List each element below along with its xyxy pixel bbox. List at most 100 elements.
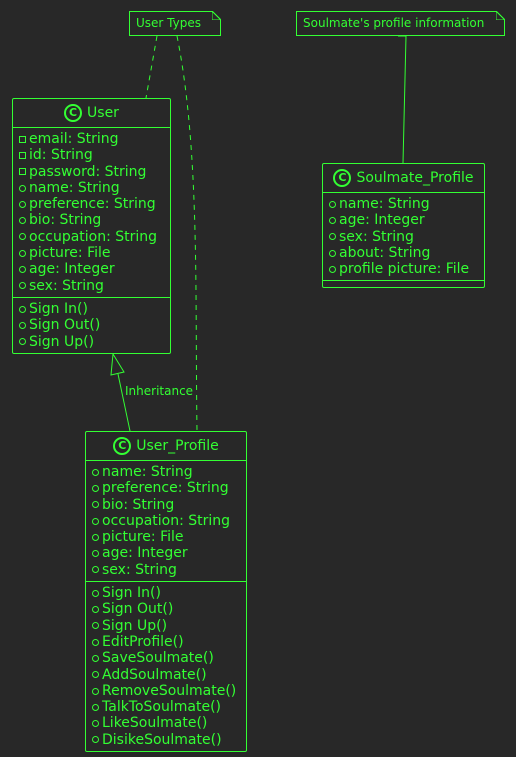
public-visibility-icon xyxy=(19,266,29,274)
method-row-text: EditProfile() xyxy=(102,633,184,650)
public-visibility-icon xyxy=(92,606,102,614)
public-visibility-icon xyxy=(92,550,102,558)
class-user-header: C User xyxy=(13,99,170,128)
public-visibility-icon xyxy=(92,622,102,630)
note-soulmate-info-text: Soulmate's profile information xyxy=(303,16,485,30)
attribute-row: picture: File xyxy=(19,245,170,261)
attribute-row-text: id: String xyxy=(29,147,93,164)
public-visibility-icon xyxy=(329,249,339,257)
attribute-row: sex: String xyxy=(92,562,246,578)
class-soulmate-profile-name: Soulmate_Profile xyxy=(356,170,474,186)
attribute-row-text: name: String xyxy=(29,179,120,196)
method-row-text: Sign Out() xyxy=(29,317,101,334)
method-row: DisikeSoulmate() xyxy=(92,732,246,748)
method-row-text: TalkToSoulmate() xyxy=(102,699,222,716)
method-row-text: Sign Up() xyxy=(102,617,168,634)
public-visibility-icon xyxy=(19,217,29,225)
attribute-row: bio: String xyxy=(19,212,170,228)
attribute-row: preference: String xyxy=(92,480,246,496)
public-visibility-icon xyxy=(19,338,29,346)
attribute-row-text: age: Integer xyxy=(102,545,188,562)
attribute-row: email: String xyxy=(19,131,170,147)
note-link-user-profile xyxy=(176,35,198,432)
public-visibility-icon xyxy=(19,249,29,257)
attribute-row-text: profile picture: File xyxy=(339,261,470,278)
class-marker-icon: C xyxy=(113,437,132,455)
inheritance-arrowhead xyxy=(110,352,125,376)
class-user-profile-methods: Sign In()Sign Out()Sign Up()EditProfile(… xyxy=(86,582,246,751)
attribute-row-text: name: String xyxy=(102,464,193,480)
class-soulmate-profile-methods xyxy=(323,281,484,287)
method-row: RemoveSoulmate() xyxy=(92,683,246,699)
note-fold-icon xyxy=(496,11,505,20)
class-user-name: User xyxy=(87,105,119,121)
method-row-text: SaveSoulmate() xyxy=(102,650,214,667)
attribute-row: preference: String xyxy=(19,196,170,212)
attribute-row: age: Integer xyxy=(92,545,246,561)
attribute-row-text: occupation: String xyxy=(29,228,158,245)
attribute-row-text: sex: String xyxy=(339,228,414,245)
attribute-row-text: preference: String xyxy=(102,480,229,497)
attribute-row: age: Integer xyxy=(19,261,170,277)
public-visibility-icon xyxy=(329,200,339,208)
attribute-row-text: bio: String xyxy=(102,496,175,513)
method-row-text: Sign In() xyxy=(102,585,161,602)
public-visibility-icon xyxy=(92,468,102,476)
note-link-user xyxy=(145,35,158,99)
attribute-row: name: String xyxy=(92,464,246,480)
note-link-soulmate xyxy=(398,35,407,164)
inheritance-line xyxy=(117,373,131,432)
method-row-text: DisikeSoulmate() xyxy=(102,731,222,748)
method-row-text: Sign Up() xyxy=(29,333,95,350)
class-marker-icon: C xyxy=(64,104,83,122)
method-row: Sign In() xyxy=(19,301,170,317)
attribute-row-text: age: Integer xyxy=(29,261,115,278)
attribute-row: occupation: String xyxy=(92,513,246,529)
public-visibility-icon xyxy=(19,282,29,290)
class-user-profile-name: User_Profile xyxy=(136,438,219,454)
class-user-profile-header: C User_Profile xyxy=(86,432,246,461)
method-row: TalkToSoulmate() xyxy=(92,699,246,715)
public-visibility-icon xyxy=(329,216,339,224)
attribute-row: about: String xyxy=(329,245,484,261)
method-row: Sign Up() xyxy=(92,618,246,634)
attribute-row: profile picture: File xyxy=(329,261,484,277)
attribute-row: occupation: String xyxy=(19,229,170,245)
method-row-text: Sign Out() xyxy=(102,601,174,618)
note-fold-icon xyxy=(212,11,221,20)
public-visibility-icon xyxy=(92,720,102,728)
public-visibility-icon xyxy=(92,533,102,541)
public-visibility-icon xyxy=(92,484,102,492)
public-visibility-icon xyxy=(329,265,339,273)
attribute-row: name: String xyxy=(329,196,484,212)
attribute-row: password: String xyxy=(19,164,170,180)
private-visibility-icon xyxy=(19,151,29,159)
attribute-row-text: preference: String xyxy=(29,196,156,213)
attribute-row: picture: File xyxy=(92,529,246,545)
attribute-row: age: Integer xyxy=(329,212,484,228)
method-row: SaveSoulmate() xyxy=(92,650,246,666)
attribute-row: sex: String xyxy=(19,278,170,294)
method-row: LikeSoulmate() xyxy=(92,715,246,731)
attribute-row-text: sex: String xyxy=(102,561,177,578)
class-user-methods: Sign In()Sign Out()Sign Up() xyxy=(13,298,170,353)
public-visibility-icon xyxy=(92,687,102,695)
public-visibility-icon xyxy=(92,501,102,509)
attribute-row: name: String xyxy=(19,180,170,196)
method-row: Sign In() xyxy=(92,585,246,601)
public-visibility-icon xyxy=(19,305,29,313)
method-row-text: AddSoulmate() xyxy=(102,666,207,683)
attribute-row: sex: String xyxy=(329,229,484,245)
method-row: EditProfile() xyxy=(92,634,246,650)
attribute-row-text: about: String xyxy=(339,244,431,261)
method-row: Sign Out() xyxy=(19,317,170,333)
attribute-row-text: picture: File xyxy=(29,245,111,262)
